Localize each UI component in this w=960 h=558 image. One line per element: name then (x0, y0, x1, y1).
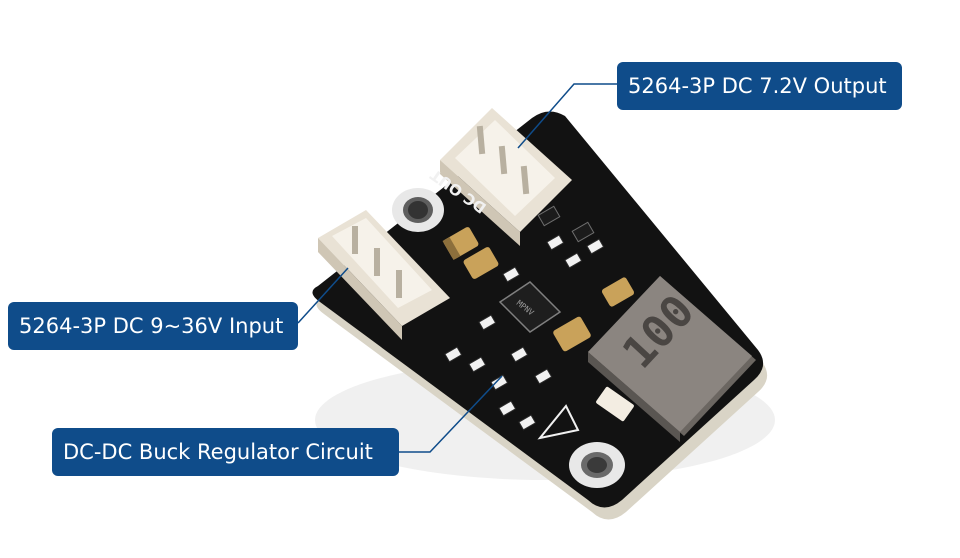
leader-line-output (517, 83, 617, 149)
callout-input-label: 5264-3P DC 9~36V Input (8, 302, 298, 350)
silkscreen-triangle-icon (537, 404, 580, 440)
leader-lines (297, 83, 617, 453)
leader-line-buck (399, 375, 503, 453)
output-connector (440, 108, 572, 246)
small-white-component (596, 386, 634, 422)
tantalum-capacitor-1 (442, 227, 479, 261)
smd-components (444, 234, 605, 431)
sot-components (537, 205, 595, 243)
tantalum-capacitor-3 (553, 316, 591, 352)
mounting-hole-top (392, 188, 444, 232)
tantalum-capacitor-4 (601, 277, 635, 307)
tantalum-capacitor-2 (463, 247, 499, 279)
mounting-hole-bottom (569, 442, 625, 488)
input-connector (318, 210, 450, 340)
callout-output-label: 5264-3P DC 7.2V Output (617, 62, 902, 110)
leader-line-input (297, 267, 349, 324)
regulator-ic: MPNV (498, 281, 562, 333)
callout-buck-label: DC-DC Buck Regulator Circuit (52, 428, 399, 476)
